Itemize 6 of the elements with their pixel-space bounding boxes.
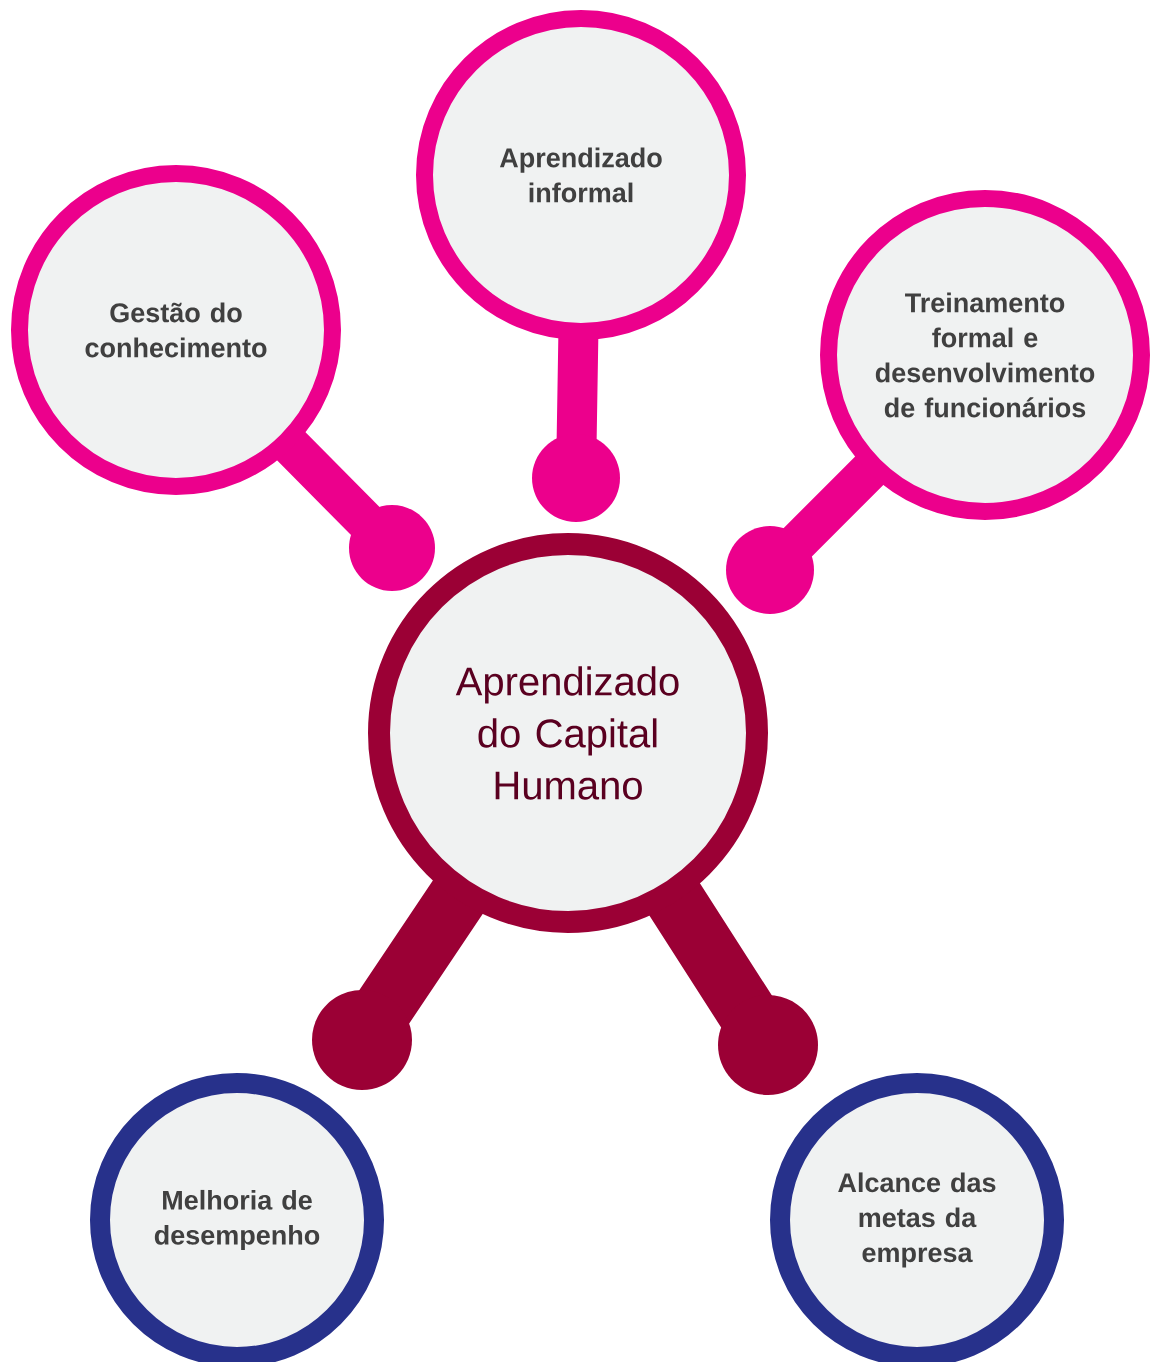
- circle-bubble: Treinamento formal e desenvolvimento de funcionários: [820, 190, 1150, 520]
- circle-bubble: Gestão do conhecimento: [11, 165, 341, 495]
- circle-bubble: Aprendizado do Capital Humano: [368, 533, 768, 933]
- circle-bubble: Melhoria de desempenho: [90, 1073, 384, 1362]
- circle-bubble: Aprendizado informal: [416, 10, 746, 340]
- circle-bubble: Alcance das metas da empresa: [770, 1073, 1064, 1362]
